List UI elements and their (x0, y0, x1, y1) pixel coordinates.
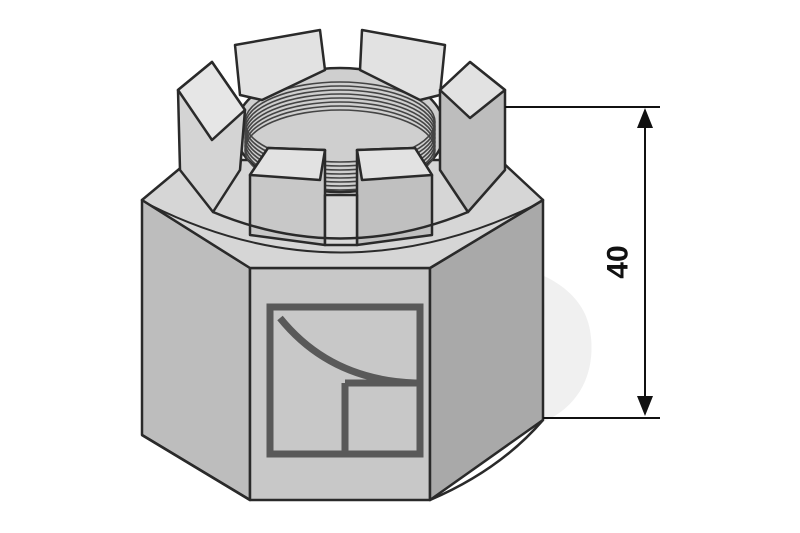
hex-bottom-chamfer (141, 419, 544, 502)
crown-tower-front-right-top (355, 146, 434, 182)
crown-slot-front (323, 193, 359, 247)
dimension-arrow-bottom-icon (637, 396, 653, 416)
crown-tower-left-top (176, 60, 247, 142)
dimension-annotation (505, 106, 660, 419)
crown-tower-front-left-top (248, 146, 327, 182)
manufacturer-logo (266, 303, 424, 458)
crown-rim (212, 210, 469, 240)
dimension-value-label: 40 (602, 245, 635, 278)
crown-tower-back-left (233, 28, 327, 102)
crown-tower-back-right (358, 28, 447, 102)
castle-crown (176, 28, 507, 247)
dimension-arrow-top-icon (637, 108, 653, 128)
hex-top-chamfer-arc (149, 204, 536, 254)
crown-tower-right-top (438, 60, 507, 120)
